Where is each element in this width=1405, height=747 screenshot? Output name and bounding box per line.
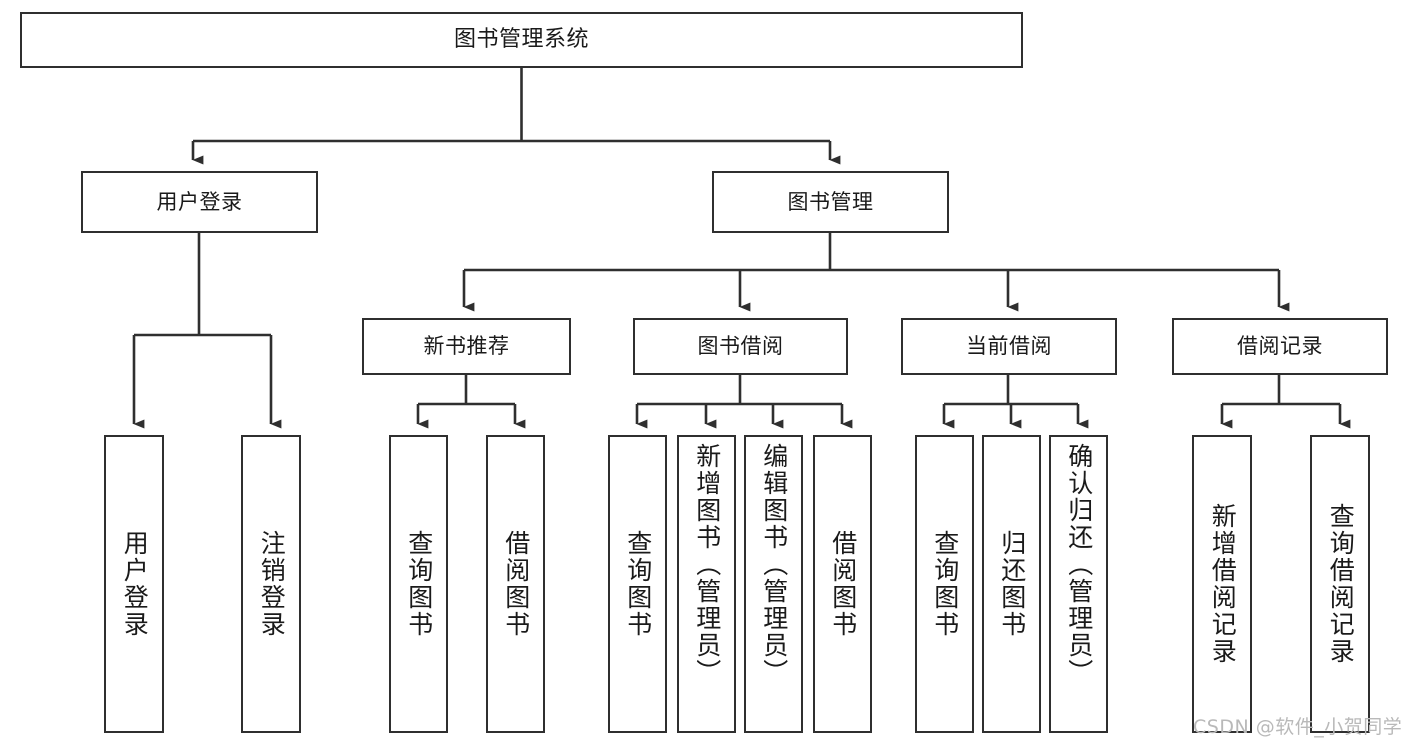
leaf-current-borrow-confirm-return-admin[interactable]: 确认归还（管理员） bbox=[1049, 435, 1108, 733]
node-label: 查询图书 bbox=[930, 530, 960, 638]
leaf-user-login-logout[interactable]: 注销登录 bbox=[241, 435, 301, 733]
node-borrow-record[interactable]: 借阅记录 bbox=[1172, 318, 1388, 375]
node-user-login[interactable]: 用户登录 bbox=[81, 171, 318, 233]
leaf-new-book-borrow-book[interactable]: 借阅图书 bbox=[486, 435, 545, 733]
leaf-book-borrow-borrow-book[interactable]: 借阅图书 bbox=[813, 435, 872, 733]
leaf-current-borrow-query-book[interactable]: 查询图书 bbox=[915, 435, 974, 733]
node-label: 新书推荐 bbox=[423, 334, 510, 359]
node-label: 借阅图书 bbox=[501, 530, 531, 638]
node-label: 借阅记录 bbox=[1237, 334, 1323, 359]
node-label: 查询借阅记录 bbox=[1326, 503, 1356, 665]
leaf-book-borrow-query-book[interactable]: 查询图书 bbox=[608, 435, 667, 733]
node-label: 新增图书（管理员） bbox=[692, 443, 722, 686]
leaf-new-book-query-book[interactable]: 查询图书 bbox=[389, 435, 448, 733]
node-book-management[interactable]: 图书管理 bbox=[712, 171, 949, 233]
node-label: 新增借阅记录 bbox=[1208, 503, 1238, 665]
node-root-book-management-system[interactable]: 图书管理系统 bbox=[20, 12, 1023, 68]
node-new-book-recommend[interactable]: 新书推荐 bbox=[362, 318, 571, 375]
leaf-user-login-login[interactable]: 用户登录 bbox=[104, 435, 164, 733]
node-book-borrow[interactable]: 图书借阅 bbox=[633, 318, 848, 375]
node-label: 查询图书 bbox=[623, 530, 653, 638]
leaf-current-borrow-return-book[interactable]: 归还图书 bbox=[982, 435, 1041, 733]
node-label: 用户登录 bbox=[120, 530, 150, 638]
leaf-borrow-record-add-record[interactable]: 新增借阅记录 bbox=[1192, 435, 1252, 733]
csdn-watermark: CSDN @软件_小贺同学 bbox=[1193, 716, 1403, 738]
node-label: 用户登录 bbox=[156, 189, 243, 214]
leaf-book-borrow-edit-book-admin[interactable]: 编辑图书（管理员） bbox=[744, 435, 803, 733]
node-current-borrow[interactable]: 当前借阅 bbox=[901, 318, 1117, 375]
node-label: 图书借阅 bbox=[697, 334, 784, 359]
node-label: 当前借阅 bbox=[966, 334, 1052, 359]
node-label: 图书管理系统 bbox=[453, 27, 589, 53]
node-label: 查询图书 bbox=[404, 530, 434, 638]
node-label: 借阅图书 bbox=[828, 530, 858, 638]
node-label: 编辑图书（管理员） bbox=[759, 443, 789, 686]
leaf-book-borrow-add-book-admin[interactable]: 新增图书（管理员） bbox=[677, 435, 736, 733]
leaf-borrow-record-query-record[interactable]: 查询借阅记录 bbox=[1310, 435, 1370, 733]
node-label: 注销登录 bbox=[257, 530, 287, 638]
node-label: 图书管理 bbox=[787, 189, 874, 214]
node-label: 归还图书 bbox=[997, 530, 1027, 638]
node-label: 确认归还（管理员） bbox=[1064, 443, 1094, 686]
